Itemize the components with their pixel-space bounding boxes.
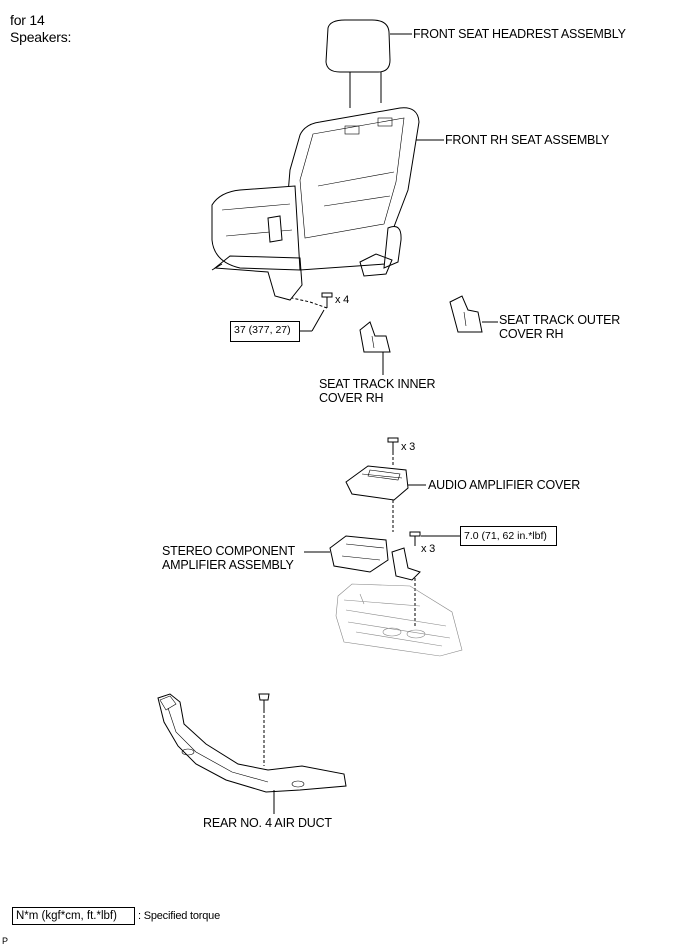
- outer-cover-drawing: [449, 295, 498, 333]
- header-line-2: Speakers:: [10, 29, 72, 45]
- seat-bolt-drawing: [291, 292, 333, 332]
- duct-clip-drawing: [258, 693, 270, 766]
- torque-box-seat-bolt: 37 (377, 27): [230, 321, 300, 342]
- label-amplifier-1: STEREO COMPONENT: [162, 544, 295, 558]
- qty-cover-screws: x 3: [401, 441, 416, 453]
- label-air-duct: REAR NO. 4 AIR DUCT: [203, 816, 332, 830]
- amp-cover-drawing: [345, 465, 426, 532]
- qty-seat-bolts: x 4: [335, 294, 350, 306]
- qty-amp-bolts: x 3: [421, 543, 436, 555]
- header-line-1: for 14: [10, 12, 45, 28]
- label-seat: FRONT RH SEAT ASSEMBLY: [445, 133, 610, 147]
- headrest-drawing: [325, 19, 391, 108]
- air-duct-drawing: [157, 693, 347, 814]
- label-inner-cover-2: COVER RH: [319, 391, 384, 405]
- amp-bolt-drawing: [409, 531, 460, 628]
- inner-cover-drawing: [359, 321, 391, 375]
- floor-panel-drawing: [335, 583, 463, 657]
- legend-torque-unit: N*m (kgf*cm, ft.*lbf): [12, 907, 135, 925]
- label-inner-cover-1: SEAT TRACK INNER: [319, 377, 436, 391]
- label-outer-cover-1: SEAT TRACK OUTER: [499, 313, 621, 327]
- label-amp-cover: AUDIO AMPLIFIER COVER: [428, 478, 581, 492]
- seat-drawing: [211, 107, 420, 301]
- cover-screw-drawing: [387, 437, 399, 466]
- torque-box-amp-bolt: 7.0 (71, 62 in.*lbf): [460, 526, 557, 546]
- label-outer-cover-2: COVER RH: [499, 327, 564, 341]
- figure-code: P: [2, 936, 8, 946]
- legend-meaning: : Specified torque: [138, 910, 221, 922]
- label-amplifier-2: AMPLIFIER ASSEMBLY: [162, 558, 294, 572]
- label-headrest: FRONT SEAT HEADREST ASSEMBLY: [413, 27, 626, 41]
- amplifier-drawing: [304, 535, 421, 581]
